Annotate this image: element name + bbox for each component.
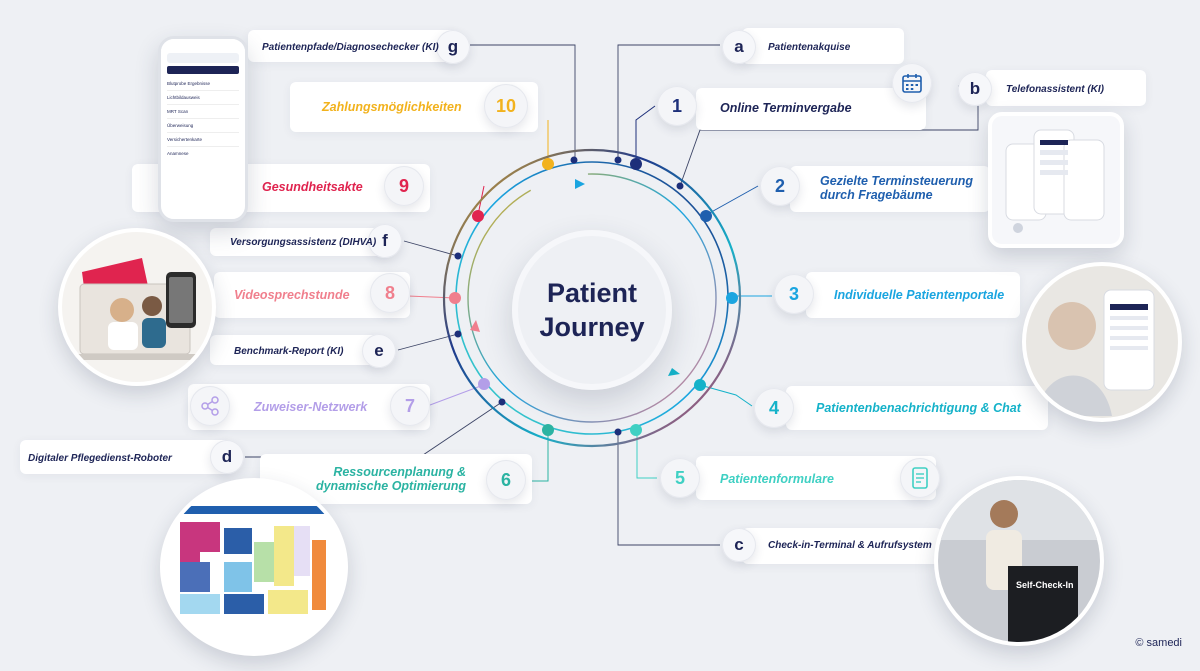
center-title-line2: Journey (539, 312, 645, 342)
step-1-number: 1 (657, 86, 697, 126)
copyright: © samedi (1135, 637, 1182, 649)
record-item: MRT Scan (167, 105, 239, 119)
step-9-label: Gesundheitsakte (262, 180, 363, 194)
center-title: Patient Journey (512, 230, 672, 390)
letter-a-label: Patientenakquise (768, 42, 851, 53)
card-step-2 (790, 166, 990, 212)
letter-g-label: Patientenpfade/Diagnosechecker (KI) (262, 42, 439, 53)
step-5-number: 5 (660, 458, 700, 498)
letter-a-badge: a (722, 30, 756, 64)
letter-g-badge: g (436, 30, 470, 64)
card-letter-e (210, 335, 380, 365)
patient-portal-image (1022, 262, 1182, 422)
record-item: Versichertenkarte (167, 133, 239, 147)
telephone-assistant-image (988, 112, 1124, 248)
card-letter-f (210, 228, 388, 256)
card-step-4 (786, 386, 1048, 430)
letter-d-label: Digitaler Pflegedienst-Roboter (28, 453, 172, 464)
record-item: Überweisung (167, 119, 239, 133)
step-6-number: 6 (486, 460, 526, 500)
self-check-in-sign: Self-Check-In (1016, 580, 1074, 590)
step-2-number: 2 (760, 166, 800, 206)
step-7-label: Zuweiser-Netzwerk (254, 400, 368, 414)
letter-e-label: Benchmark-Report (KI) (234, 346, 344, 357)
form-document-icon (900, 458, 940, 498)
step-7-number: 7 (390, 386, 430, 426)
step-10-number: 10 (484, 84, 528, 128)
video-consultation-image (58, 228, 216, 386)
card-letter-b (986, 70, 1146, 106)
card-step-1 (696, 88, 926, 130)
letter-c-badge: c (722, 528, 756, 562)
card-letter-a (742, 28, 904, 64)
step-9-number: 9 (384, 166, 424, 206)
letter-c-label: Check-in-Terminal & Aufrufsystem (768, 540, 932, 551)
letter-f-badge: f (368, 224, 402, 258)
letter-e-badge: e (362, 334, 396, 368)
step-2-label-line1: Gezielte Terminsteuerung (820, 174, 974, 188)
step-8-label: Videosprechstunde (234, 288, 350, 302)
record-item: Blutprobe Ergebnisse (167, 77, 239, 91)
step-6-label-line1: Ressourcenplanung & (333, 465, 466, 479)
card-letter-d (20, 440, 230, 474)
card-step-5 (696, 456, 936, 500)
step-6-label-line2: dynamische Optimierung (315, 479, 466, 493)
card-step-3 (806, 272, 1020, 318)
record-item: Lichtbildausweis (167, 91, 239, 105)
step-3-label: Individuelle Patientenportale (834, 288, 1005, 302)
center-title-line1: Patient (546, 278, 638, 308)
network-share-icon (190, 386, 230, 426)
step-2-label-line2: durch Fragebäume (820, 188, 933, 202)
step-4-number: 4 (754, 388, 794, 428)
step-4-label: Patientenbenachrichtigung & Chat (816, 401, 1021, 415)
letter-b-label: Telefonassistent (KI) (1006, 84, 1104, 95)
letter-d-badge: d (210, 440, 244, 474)
record-item: Anamnese (167, 151, 189, 156)
card-letter-c (742, 528, 942, 564)
check-in-terminal-image: Self-Check-In (934, 476, 1104, 646)
card-letter-g (248, 30, 458, 62)
letter-f-label: Versorgungsassistenz (DIHVA) (230, 237, 377, 248)
step-1-label: Online Terminvergabe (720, 101, 852, 115)
step-8-number: 8 (370, 273, 410, 313)
resource-planning-image (160, 478, 348, 656)
health-record-phone-mockup: Blutprobe Ergebnisse Lichtbildausweis MR… (158, 36, 248, 222)
calendar-icon (892, 63, 932, 103)
step-10-label: Zahlungsmöglichkeiten (322, 100, 462, 114)
letter-b-badge: b (958, 72, 992, 106)
step-5-label: Patientenformulare (720, 472, 834, 486)
step-3-number: 3 (774, 274, 814, 314)
